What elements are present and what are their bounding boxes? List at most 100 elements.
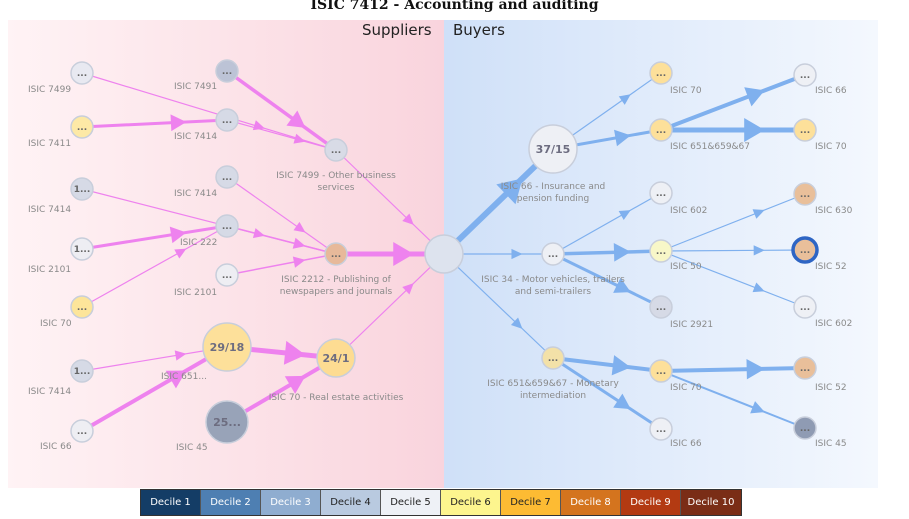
node-circle-d_66[interactable] (793, 63, 817, 87)
node-circle-center[interactable] (424, 234, 464, 274)
node-label-n_7414b: ISIC 7414 (174, 132, 217, 142)
node-n_70a[interactable]: ... (70, 295, 94, 319)
node-n_7499b[interactable]: ... (324, 138, 348, 162)
node-circle-n_2101a[interactable] (70, 237, 94, 261)
node-c_602[interactable]: ... (649, 181, 673, 205)
node-n_66a[interactable]: ... (70, 419, 94, 443)
node-circle-n_7491[interactable] (215, 59, 239, 83)
node-circle-c_70[interactable] (649, 61, 673, 85)
node-circle-n_66a[interactable] (70, 419, 94, 443)
node-circle-n_7414c[interactable] (70, 359, 94, 383)
node-circle-n_222[interactable] (215, 214, 239, 238)
node-circle-n_2101b[interactable] (215, 263, 239, 287)
edge-arrow-c_50-to-d_52a (753, 245, 765, 256)
node-circle-n_2212[interactable] (324, 242, 348, 266)
edge-arrow-n_222-to-n_2212 (292, 237, 306, 249)
node-c_651[interactable]: ... (649, 118, 673, 142)
node-value-c_50: ... (656, 247, 666, 257)
node-n_7414c[interactable]: 1... (70, 359, 94, 383)
edge-arrow-n_7411-to-n_7414b (170, 114, 187, 132)
node-circle-n_7414b[interactable] (215, 108, 239, 132)
edge-arrow-n_70a-to-n_222 (174, 248, 187, 259)
legend-decile-10: Decile 10 (681, 490, 741, 515)
node-n_7491[interactable]: ... (215, 59, 239, 83)
edge-b_651-to-c_66 (552, 356, 662, 431)
node-circle-d_52a[interactable] (791, 236, 819, 264)
node-circle-c_66[interactable] (649, 417, 673, 441)
node-d_602[interactable]: ... (793, 295, 817, 319)
node-circle-n_651a[interactable] (202, 322, 252, 372)
node-n_7414d[interactable]: ... (215, 165, 239, 189)
node-label-d_602: ISIC 602 (815, 319, 852, 329)
node-label-n_2101a: ISIC 2101 (28, 265, 71, 275)
node-circle-c_602[interactable] (649, 181, 673, 205)
node-circle-c_50[interactable] (649, 239, 673, 263)
node-label-n_7491: ISIC 7491 (174, 82, 217, 92)
edge-arrow-c_50-to-d_630 (752, 209, 765, 219)
node-n_7414b[interactable]: ... (215, 108, 239, 132)
node-n_7411[interactable]: ... (70, 115, 94, 139)
node-n_70b[interactable]: 24/1 (316, 338, 356, 378)
node-d_45[interactable]: ... (793, 416, 817, 440)
node-circle-c_651[interactable] (649, 118, 673, 142)
node-n_651a[interactable]: 29/18 (202, 322, 252, 372)
node-n_2212[interactable]: ... (324, 242, 348, 266)
node-circle-n_70b[interactable] (316, 338, 356, 378)
node-label-n_7499: ISIC 7499 (28, 85, 71, 95)
node-label-n_7414a: ISIC 7414 (28, 205, 71, 215)
node-value-n_651a: 29/18 (210, 341, 245, 354)
node-c_70b[interactable]: ... (649, 359, 673, 383)
node-center[interactable] (424, 234, 464, 274)
node-circle-n_7414a[interactable] (70, 177, 94, 201)
node-b_66[interactable]: 37/15 (528, 124, 578, 174)
node-label-n_66a: ISIC 66 (40, 442, 72, 452)
node-n_7414a[interactable]: 1... (70, 177, 94, 201)
node-circle-b_66[interactable] (528, 124, 578, 174)
node-n_222[interactable]: ... (215, 214, 239, 238)
node-n_2101a[interactable]: 1... (70, 237, 94, 261)
node-n_45a[interactable]: 25... (205, 400, 249, 444)
node-circle-c_70b[interactable] (649, 359, 673, 383)
edge-n_70b-to-center (335, 253, 445, 359)
node-label-d_630: ISIC 630 (815, 206, 853, 216)
edge-arrow-center-to-b_66 (496, 178, 523, 205)
edge-arrow-n_2101a-to-n_222 (169, 226, 187, 244)
node-circle-n_7499b[interactable] (324, 138, 348, 162)
node-c_66[interactable]: ... (649, 417, 673, 441)
edge-arrow-n_7414d-to-n_2212 (293, 221, 306, 233)
node-value-n_7491: ... (222, 67, 232, 77)
node-circle-b_34[interactable] (541, 242, 565, 266)
node-value-c_70b: ... (656, 367, 666, 377)
node-circle-n_7499[interactable] (70, 61, 94, 85)
node-c_50[interactable]: ... (649, 239, 673, 263)
node-c_70[interactable]: ... (649, 61, 673, 85)
node-d_66[interactable]: ... (793, 63, 817, 87)
edge-arrow-center-to-b_34 (511, 248, 523, 260)
node-d_70[interactable]: ... (793, 118, 817, 142)
node-b_651[interactable]: ... (541, 346, 565, 370)
node-d_52a[interactable]: ... (791, 236, 819, 264)
node-circle-d_70[interactable] (793, 118, 817, 142)
node-circle-d_602[interactable] (793, 295, 817, 319)
node-circle-c_2921[interactable] (649, 295, 673, 319)
node-label-n_222: ISIC 222 (180, 238, 217, 248)
node-circle-d_52b[interactable] (793, 356, 817, 380)
node-circle-b_651[interactable] (541, 346, 565, 370)
node-label-c_70b: ISIC 70 (670, 383, 702, 393)
edge-n_66a-to-n_651a (80, 345, 229, 433)
node-circle-d_45[interactable] (793, 416, 817, 440)
node-n_7499[interactable]: ... (70, 61, 94, 85)
node-circle-n_7414d[interactable] (215, 165, 239, 189)
node-c_2921[interactable]: ... (649, 295, 673, 319)
node-circle-n_45a[interactable] (205, 400, 249, 444)
node-n_2101b[interactable]: ... (215, 263, 239, 287)
node-circle-n_70a[interactable] (70, 295, 94, 319)
node-b_34[interactable]: ... (541, 242, 565, 266)
node-circle-d_630[interactable] (793, 182, 817, 206)
node-d_630[interactable]: ... (793, 182, 817, 206)
node-value-d_602: ... (800, 303, 810, 313)
node-circle-n_7411[interactable] (70, 115, 94, 139)
diagram-title: ISIC 7412 - Accounting and auditing (310, 0, 599, 13)
node-d_52b[interactable]: ... (793, 356, 817, 380)
node-value-n_7414b: ... (222, 116, 232, 126)
